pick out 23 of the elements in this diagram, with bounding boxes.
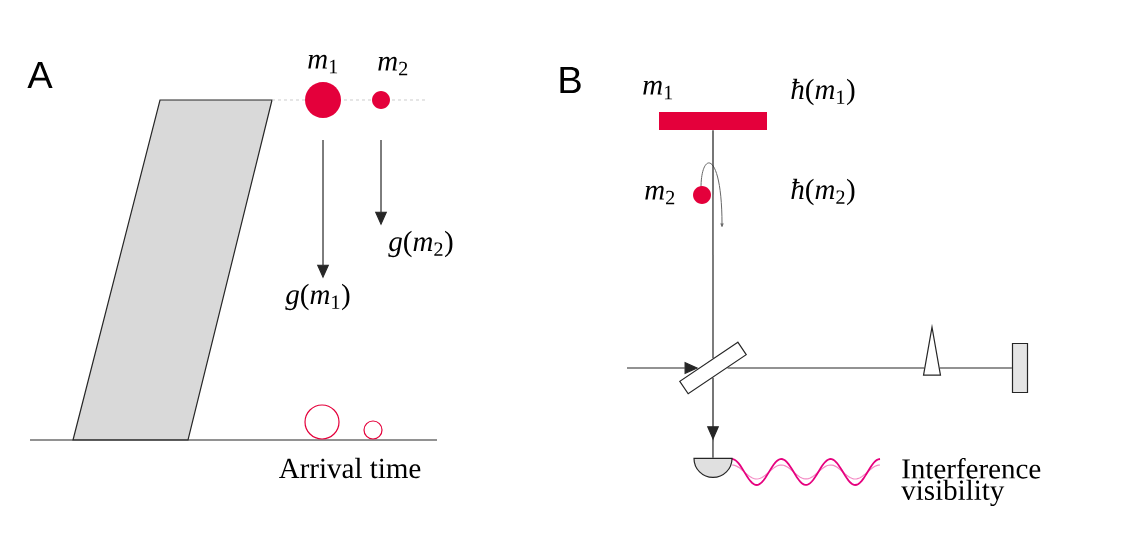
circle (363, 420, 383, 440)
ball: m$_{2}$ (372, 56, 408, 109)
node-label: ħ(m$_{1}$) (791, 78, 855, 106)
end-mirror (1011, 342, 1029, 394)
node-label: m$_{2}$ (378, 56, 408, 76)
detector (693, 457, 733, 478)
mirror: m$_{1}$ ħ(m$_{1}$) (643, 78, 855, 130)
formula-label: g(m$_{2}$) (388, 230, 453, 258)
node-label: m$_{1}$ (308, 54, 338, 74)
formula-label: g(m$_{1}$) (285, 283, 350, 311)
beam-line (939, 367, 1013, 369)
panel-letter: B (560, 66, 581, 94)
caption-text: Interference visibility (901, 457, 1041, 507)
ball: m$_{2}$ ħ(m$_{2}$) (645, 178, 855, 206)
axis-label: Arrival time (279, 457, 421, 479)
ball: m$_{1}$ (305, 54, 341, 118)
node-label: m$_{2}$ (645, 185, 675, 205)
node-label: m$_{1}$ (643, 80, 673, 100)
beam-line (712, 129, 714, 359)
circle (304, 404, 340, 440)
beam-line (726, 367, 925, 369)
node-label: ħ(m$_{2}$) (791, 178, 855, 206)
panel-letter: A (27, 61, 53, 89)
